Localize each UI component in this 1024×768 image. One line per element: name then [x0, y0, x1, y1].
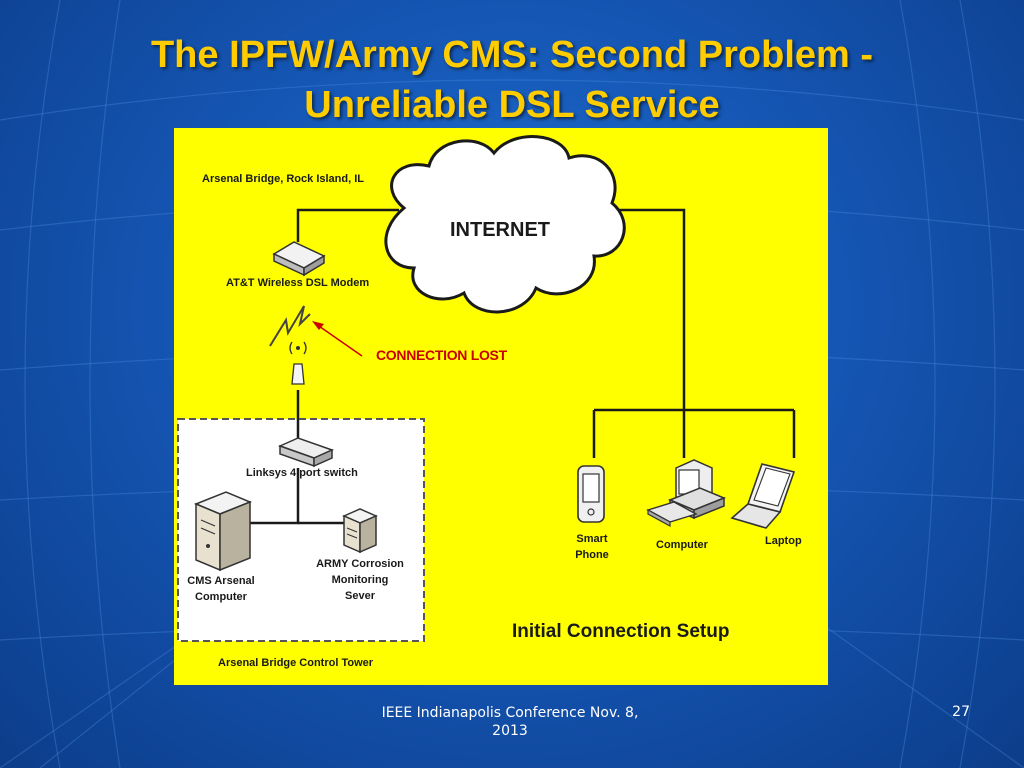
initial-setup-label: Initial Connection Setup: [512, 621, 730, 642]
cms-computer-label: CMS Arsenal Computer: [187, 575, 255, 603]
page-number: 27: [952, 704, 970, 720]
internet-cloud-icon: [384, 135, 626, 314]
network-diagram: [177, 135, 796, 642]
location-label: Arsenal Bridge, Rock Island, IL: [202, 173, 364, 185]
cms-computer-icon: [194, 491, 252, 572]
smart-phone-icon: [577, 465, 605, 523]
title-line-1: The IPFW/Army CMS: Second Problem -: [150, 34, 874, 76]
army-server-icon: [342, 508, 378, 554]
modem-label: AT&T Wireless DSL Modem: [226, 277, 370, 289]
title-line-2: Unreliable DSL Service: [304, 84, 720, 126]
footer-line-1: IEEE Indianapolis Conference Nov. 8,: [381, 705, 639, 721]
computer-label: Computer: [656, 539, 708, 551]
lightning-icon: [269, 305, 311, 347]
slide-title: The IPFW/Army CMS: Second Problem - Unre…: [40, 30, 984, 130]
internet-label: INTERNET: [450, 219, 550, 241]
army-server-label: ARMY Corrosion Monitoring Sever: [316, 558, 404, 602]
laptop-label: Laptop: [765, 535, 802, 547]
laptop-icon: [730, 463, 796, 529]
slide-footer: IEEE Indianapolis Conference Nov. 8, 201…: [360, 704, 660, 740]
connection-lost-arrow-icon: [312, 321, 363, 357]
network-diagram-panel: Arsenal Bridge, Rock Island, IL INTERNET…: [174, 128, 828, 685]
footer-line-2: 2013: [492, 723, 528, 739]
network-switch-icon: [277, 437, 335, 468]
connection-lost-label: CONNECTION LOST: [376, 347, 507, 363]
wireless-antenna-icon: [289, 341, 307, 385]
smart-phone-label: Smart Phone: [575, 533, 609, 561]
switch-label: Linksys 4 port switch: [246, 467, 358, 479]
modem-icon: [272, 241, 326, 277]
desktop-computer-icon: [646, 459, 726, 528]
control-tower-label: Arsenal Bridge Control Tower: [218, 657, 374, 669]
